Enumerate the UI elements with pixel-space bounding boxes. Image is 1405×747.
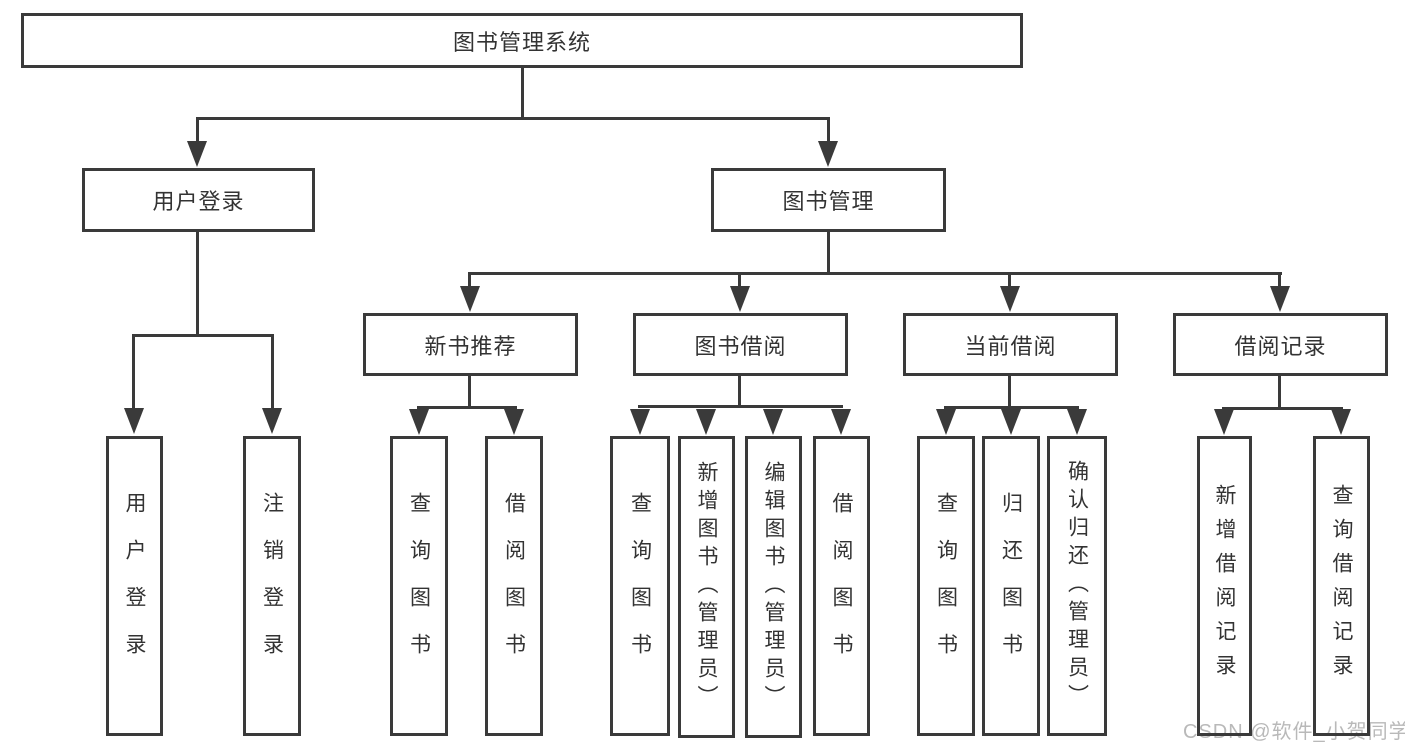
connector-drop	[468, 275, 471, 288]
leaf-user-login: 用户登录	[106, 436, 163, 736]
arrow-down-icon	[1214, 409, 1234, 435]
node-user-login-label: 用户登录	[152, 189, 245, 214]
connector-group-bar	[638, 405, 843, 408]
leaf-borrow-books-recommend-label: 借阅图书	[502, 492, 526, 680]
connector-group-bar	[944, 406, 1079, 409]
arrow-down-icon	[262, 408, 282, 434]
arrow-down-icon	[460, 286, 480, 312]
node-book-management-label: 图书管理	[782, 189, 875, 214]
node-book-borrow-label: 图书借阅	[694, 333, 787, 359]
leaf-add-borrow-record-label: 新增借阅记录	[1213, 484, 1236, 688]
arrow-down-icon	[187, 141, 207, 167]
connector-drop	[271, 337, 274, 409]
leaf-add-borrow-record: 新增借阅记录	[1197, 436, 1252, 736]
leaf-query-books-recommend: 查询图书	[390, 436, 448, 736]
connector-user-login-bar	[132, 334, 274, 337]
leaf-edit-books-admin: 编辑图书（管理员）	[745, 436, 802, 738]
arrow-down-icon	[696, 409, 716, 435]
arrow-down-icon	[1270, 286, 1290, 312]
node-root-label: 图书管理系统	[452, 29, 591, 55]
leaf-query-borrow-record-label: 查询借阅记录	[1330, 484, 1353, 688]
arrow-down-icon	[936, 409, 956, 435]
arrow-down-icon	[1000, 286, 1020, 312]
node-borrow-records-label: 借阅记录	[1234, 333, 1327, 359]
node-borrow-records: 借阅记录	[1173, 313, 1388, 376]
node-new-book-recommend: 新书推荐	[363, 313, 578, 376]
leaf-edit-books-admin-label: 编辑图书（管理员）	[762, 461, 785, 713]
arrow-down-icon	[1067, 409, 1087, 435]
connector-group-stem	[1008, 376, 1011, 406]
node-book-management: 图书管理	[711, 168, 946, 232]
connector-book-management-drop	[827, 120, 830, 143]
connector-drop	[132, 337, 135, 409]
leaf-query-books-borrow: 查询图书	[610, 436, 670, 736]
connector-group-stem	[738, 376, 741, 405]
arrow-down-icon	[763, 409, 783, 435]
leaf-add-books-admin: 新增图书（管理员）	[678, 436, 735, 738]
leaf-borrow-books: 借阅图书	[813, 436, 870, 736]
leaf-borrow-books-label: 借阅图书	[830, 492, 853, 680]
connector-group-bar	[417, 406, 517, 409]
leaf-logout: 注销登录	[243, 436, 301, 736]
connector-user-login-drop	[196, 120, 199, 143]
leaf-query-books-borrow-label: 查询图书	[628, 492, 652, 680]
leaf-logout-label: 注销登录	[260, 492, 284, 680]
leaf-query-books-current: 查询图书	[917, 436, 975, 736]
csdn-watermark: CSDN @软件_小贺同学	[1183, 721, 1405, 743]
leaf-user-login-label: 用户登录	[123, 492, 146, 680]
leaf-borrow-books-recommend: 借阅图书	[485, 436, 543, 736]
arrow-down-icon	[124, 408, 144, 434]
connector-group-bar	[1222, 407, 1343, 410]
node-current-borrow-label: 当前借阅	[964, 333, 1057, 359]
node-new-book-recommend-label: 新书推荐	[424, 333, 517, 359]
node-root: 图书管理系统	[21, 13, 1023, 68]
arrow-down-icon	[1331, 409, 1351, 435]
leaf-query-books-current-label: 查询图书	[934, 492, 958, 680]
node-book-borrow: 图书借阅	[633, 313, 848, 376]
arrow-down-icon	[409, 409, 429, 435]
arrow-down-icon	[818, 141, 838, 167]
arrow-down-icon	[831, 409, 851, 435]
leaf-return-books: 归还图书	[982, 436, 1040, 736]
connector-group-stem	[1278, 376, 1281, 407]
connector-group-stem	[468, 376, 471, 406]
leaf-query-borrow-record: 查询借阅记录	[1313, 436, 1370, 736]
arrow-down-icon	[630, 409, 650, 435]
arrow-down-icon	[504, 409, 524, 435]
connector-book-management-stem	[827, 232, 830, 272]
leaf-confirm-return-admin: 确认归还（管理员）	[1047, 436, 1107, 736]
node-user-login: 用户登录	[82, 168, 315, 232]
connector-drop	[738, 275, 741, 288]
leaf-confirm-return-admin-label: 确认归还（管理员）	[1065, 460, 1089, 712]
leaf-add-books-admin-label: 新增图书（管理员）	[695, 461, 718, 713]
node-current-borrow: 当前借阅	[903, 313, 1118, 376]
connector-drop	[1008, 275, 1011, 288]
connector-level3-bar	[468, 272, 1282, 275]
connector-root-stem	[521, 68, 524, 117]
leaf-query-books-recommend-label: 查询图书	[407, 492, 431, 680]
arrow-down-icon	[1001, 409, 1021, 435]
connector-level2-bar	[196, 117, 830, 120]
connector-user-login-stem	[196, 232, 199, 334]
connector-drop	[1278, 275, 1281, 288]
arrow-down-icon	[730, 286, 750, 312]
leaf-return-books-label: 归还图书	[999, 492, 1023, 680]
